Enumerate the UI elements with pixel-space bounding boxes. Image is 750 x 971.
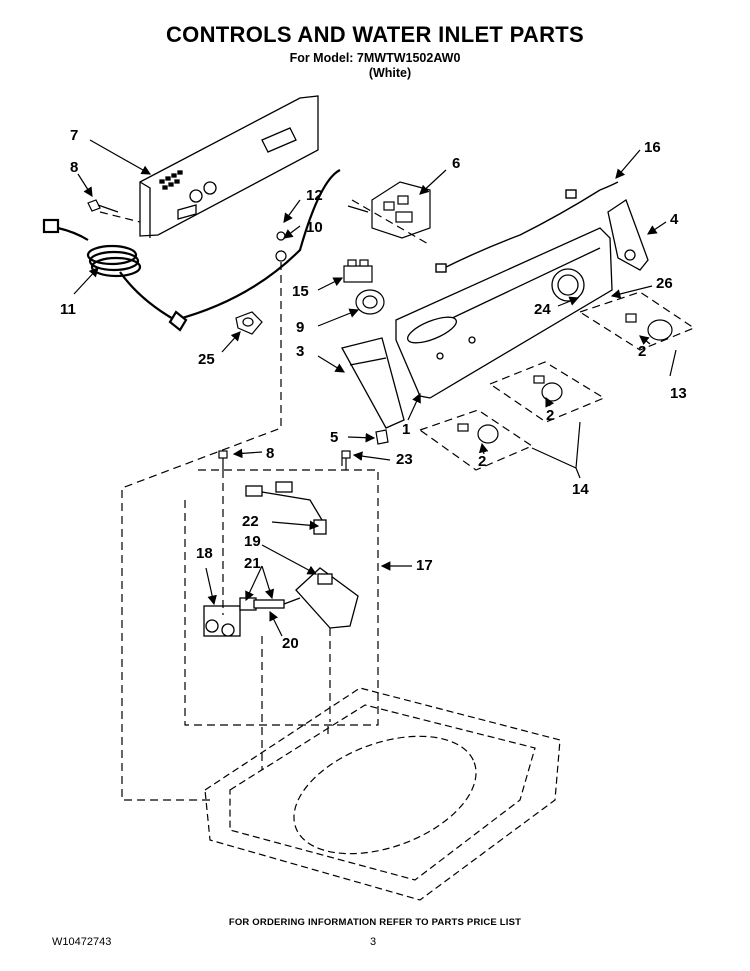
- callout-leader-lines: [73, 139, 677, 637]
- callout-1: 1: [402, 421, 410, 438]
- callout-8b: 8: [266, 445, 274, 462]
- top-cover-part: [204, 687, 561, 901]
- callout-13: 13: [670, 385, 687, 402]
- page-number: 3: [370, 936, 377, 948]
- bracket-3-part: [341, 337, 405, 429]
- callout-21: 21: [244, 555, 261, 572]
- clip-25-part: [235, 311, 263, 335]
- callout-19: 19: [244, 533, 261, 550]
- ordering-note: FOR ORDERING INFORMATION REFER TO PARTS …: [228, 917, 522, 928]
- callout-10: 10: [306, 219, 323, 236]
- rear-panel-part: [139, 95, 319, 238]
- callout-17: 17: [416, 557, 433, 574]
- ground-screw-part: [275, 231, 287, 262]
- callout-labels: 7 8 6 16 12 10 4 11 15 26 24 9 2 3 25 13…: [60, 127, 687, 652]
- callout-2a: 2: [638, 343, 646, 360]
- control-board-part: [347, 181, 431, 239]
- harness-16-part: [435, 181, 619, 273]
- callout-22: 22: [242, 513, 259, 530]
- callout-5: 5: [330, 429, 338, 446]
- callout-12: 12: [306, 187, 323, 204]
- callout-25: 25: [198, 351, 215, 368]
- callout-23: 23: [396, 451, 413, 468]
- callout-4: 4: [670, 211, 679, 228]
- callout-7: 7: [70, 127, 78, 144]
- callout-26: 26: [656, 275, 673, 292]
- callout-15: 15: [292, 283, 309, 300]
- hoses-20-21-part: [253, 597, 301, 609]
- inlet-valve-18-part: [203, 597, 257, 637]
- harness-22-part: [245, 481, 327, 535]
- callout-8: 8: [70, 159, 78, 176]
- callout-2b: 2: [546, 407, 554, 424]
- valve-bracket-and-screws: [218, 450, 351, 470]
- power-cord-part: [42, 169, 341, 332]
- switch-15-part: [343, 259, 373, 283]
- console-part: [395, 227, 613, 399]
- screw-8-upper: [87, 199, 119, 213]
- console-end-cap-part: [607, 199, 649, 271]
- dispenser-19-part: [295, 567, 359, 629]
- callout-3: 3: [296, 343, 304, 360]
- callout-16: 16: [644, 139, 661, 156]
- callout-14: 14: [572, 481, 589, 498]
- callout-6: 6: [452, 155, 460, 172]
- callout-24: 24: [534, 301, 551, 318]
- page-title: CONTROLS AND WATER INLET PARTS: [165, 22, 585, 47]
- pressure-switch-part: [355, 289, 385, 315]
- callout-18: 18: [196, 545, 213, 562]
- callout-11: 11: [60, 301, 76, 318]
- dashed-reference-lines: [99, 199, 696, 801]
- callout-9: 9: [296, 319, 304, 336]
- callout-20: 20: [282, 635, 299, 652]
- knob-assemblies: [457, 313, 673, 444]
- callout-2c: 2: [478, 453, 486, 470]
- model-number: For Model: 7MWTW1502AW0: [289, 51, 461, 65]
- document-number: W10472743: [52, 936, 112, 948]
- model-color: (White): [368, 66, 412, 80]
- clip-5-part: [375, 429, 389, 445]
